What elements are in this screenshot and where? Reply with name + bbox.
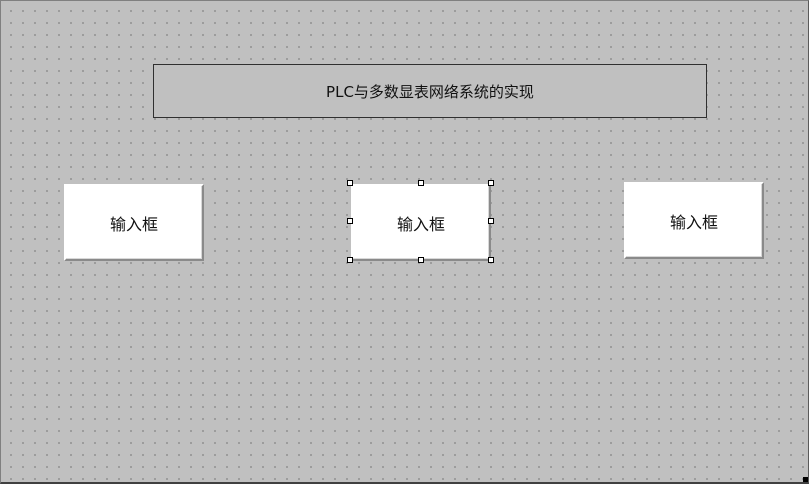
input-box-label: 输入框 — [669, 212, 718, 232]
input-box-label: 输入框 — [396, 214, 445, 234]
input-box-label: 输入框 — [109, 214, 158, 234]
resize-handle-bottom-center[interactable] — [418, 257, 424, 263]
title-label[interactable]: PLC与多数显表网络系统的实现 — [153, 64, 707, 118]
resize-handle-top-center[interactable] — [418, 180, 424, 186]
resize-handle-bottom-left[interactable] — [347, 257, 353, 263]
input-box-1[interactable]: 输入框 — [64, 184, 204, 261]
resize-handle-bottom-right[interactable] — [488, 257, 494, 263]
input-box-3[interactable]: 输入框 — [624, 182, 764, 259]
resize-handle-middle-left[interactable] — [347, 218, 353, 224]
canvas-resize-grip[interactable] — [803, 477, 808, 482]
resize-handle-top-left[interactable] — [347, 180, 353, 186]
resize-handle-top-right[interactable] — [488, 180, 494, 186]
input-box-2[interactable]: 输入框 — [351, 184, 491, 261]
resize-handle-middle-right[interactable] — [488, 218, 494, 224]
title-label-text: PLC与多数显表网络系统的实现 — [326, 82, 534, 101]
